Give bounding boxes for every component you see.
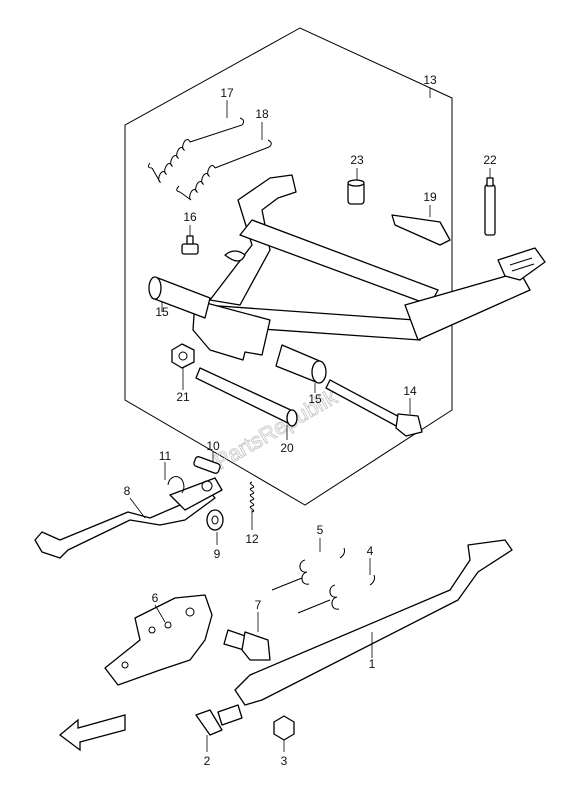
watermark-text: PartsRepublik <box>210 384 342 475</box>
bolt-14 <box>325 379 423 437</box>
callout-17: 17 <box>220 86 234 100</box>
brake-pedal-8 <box>34 477 223 559</box>
callout-3: 3 <box>281 754 288 768</box>
callout-4: 4 <box>367 544 374 558</box>
pin-22 <box>484 177 496 236</box>
spring-4 <box>297 574 375 614</box>
callout-15-right: 15 <box>308 392 322 406</box>
bushing-15-right <box>275 344 327 384</box>
nut-3 <box>273 715 295 741</box>
callout-6: 6 <box>152 591 159 605</box>
shaft-20 <box>195 367 298 427</box>
rubber-stop-23 <box>347 179 365 205</box>
callout-10: 10 <box>206 439 220 453</box>
nut-21 <box>171 343 195 369</box>
bracket-19 <box>391 214 451 246</box>
callout-labels: 13 17 18 23 22 19 16 15 15 21 20 14 11 1… <box>124 73 497 768</box>
callout-7: 7 <box>255 598 262 612</box>
callout-12: 12 <box>245 532 259 546</box>
leader-lines <box>129 88 491 752</box>
main-stand-frame <box>204 174 546 341</box>
spring-12 <box>249 481 255 513</box>
callout-5: 5 <box>317 523 324 537</box>
callout-14: 14 <box>403 384 417 398</box>
callout-15-left: 15 <box>155 305 169 319</box>
callout-9: 9 <box>214 547 221 561</box>
side-stand-bracket-6 <box>104 594 213 686</box>
main-stand-assembly-box <box>124 27 453 506</box>
callout-19: 19 <box>423 190 437 204</box>
callout-21: 21 <box>176 390 190 404</box>
callout-11: 11 <box>159 449 172 463</box>
callout-2: 2 <box>204 754 211 768</box>
washer-9 <box>206 509 224 531</box>
bushing-15-left <box>148 276 211 319</box>
bolt-7 <box>223 629 271 661</box>
callout-22: 22 <box>483 153 497 167</box>
callout-8: 8 <box>124 484 131 498</box>
callout-20: 20 <box>280 441 294 455</box>
callout-16: 16 <box>183 210 197 224</box>
pin-10 <box>193 456 221 474</box>
callout-23: 23 <box>350 153 364 167</box>
callout-18: 18 <box>255 107 269 121</box>
grease-nipple-16 <box>181 235 199 255</box>
spring-17 <box>147 117 245 184</box>
callout-13: 13 <box>423 73 437 87</box>
spring-18 <box>176 139 272 201</box>
bolt-2 <box>195 704 243 736</box>
circlip-11 <box>167 476 185 494</box>
stand-bracket-plate <box>192 299 271 361</box>
callout-1: 1 <box>369 657 376 671</box>
spring-5 <box>271 547 345 591</box>
front-direction-arrow <box>58 714 126 752</box>
side-stand-1 <box>234 539 513 706</box>
